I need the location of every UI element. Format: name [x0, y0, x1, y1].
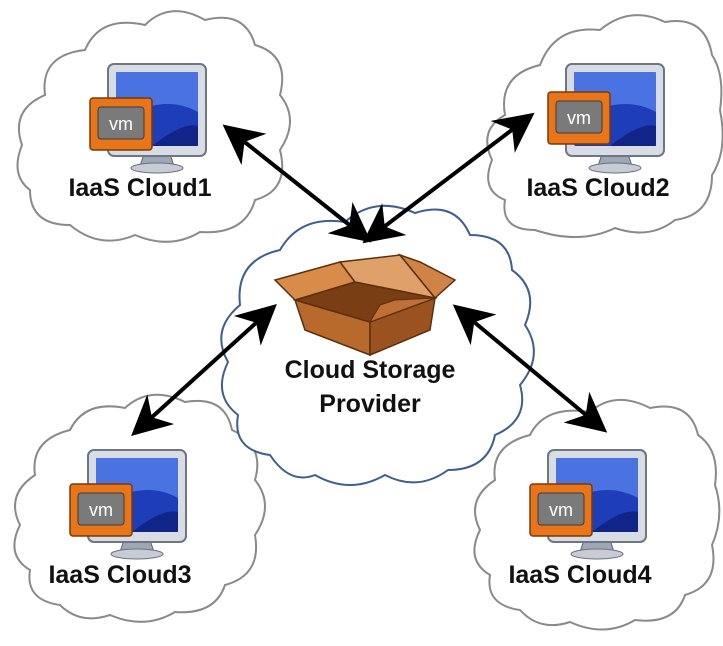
iaas-cloud-2[interactable]: vm IaaS Cloud2 [486, 14, 723, 238]
arrow-cloud4-provider [452, 304, 608, 433]
svg-text:vm: vm [549, 500, 573, 520]
svg-text:vm: vm [567, 108, 591, 128]
vm-monitor-icon: vm [69, 449, 187, 560]
arrow-cloud2-provider [362, 112, 535, 244]
arrow-cloud3-provider [131, 303, 277, 437]
iaas-cloud-4[interactable]: vm IaaS Cloud4 [473, 398, 721, 631]
vm-monitor-icon: vm [89, 63, 207, 174]
svg-text:vm: vm [89, 500, 113, 520]
center-label-line1: Cloud Storage [285, 356, 456, 384]
cloud-label: IaaS Cloud3 [48, 561, 191, 589]
center-label-line2: Provider [319, 390, 421, 418]
vm-monitor-icon: vm [547, 63, 665, 174]
iaas-cloud-1[interactable]: vm IaaS Cloud1 [16, 10, 291, 243]
cloud-label: IaaS Cloud1 [68, 174, 211, 202]
cloud-label: IaaS Cloud2 [526, 174, 669, 202]
arrow-cloud1-provider [222, 124, 372, 243]
vm-monitor-icon: vm [529, 449, 647, 560]
cloud-label: IaaS Cloud4 [508, 561, 651, 589]
open-box-icon [273, 253, 457, 357]
cloud-storage-provider[interactable]: Cloud Storage Provider [220, 204, 535, 486]
iaas-cloud-3[interactable]: vm IaaS Cloud3 [13, 393, 266, 623]
svg-text:vm: vm [109, 114, 133, 134]
